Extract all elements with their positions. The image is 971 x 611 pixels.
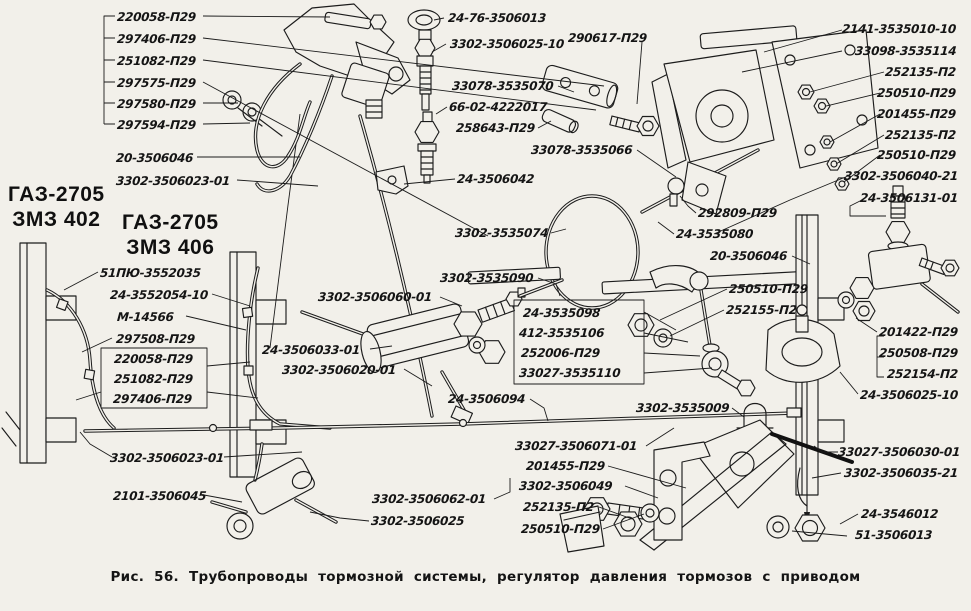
part-label: 33027-3535110 (518, 366, 621, 380)
bottom-right-nut-washer (766, 514, 826, 542)
regulator-bell (765, 304, 841, 383)
part-label: 51ПЮ-3552035 (99, 266, 202, 280)
center-tee-fitting (300, 278, 564, 425)
part-label: 251082-П29 (116, 54, 197, 68)
part-label: 3302-3506040-21 (843, 169, 959, 183)
part-label: 252006-П29 (520, 346, 601, 360)
part-label: 33027-3506030-01 (837, 445, 961, 459)
part-label: 20-3506046 (709, 249, 788, 263)
part-label: 24-3506025-10 (859, 388, 959, 402)
part-label: 3302-3506025-10 (449, 37, 565, 51)
part-label: М-14566 (116, 310, 175, 324)
frame-rail-left (1, 242, 116, 464)
model-variant-zmz402: ГАЗ-2705 ЗМЗ 402 (8, 182, 105, 232)
part-label: 412-3535106 (518, 326, 605, 340)
part-label: 3302-3506060-01 (317, 290, 433, 304)
part-label: 3302-3535090 (439, 271, 534, 285)
part-label: 201455-П29 (525, 459, 606, 473)
leader-lines (63, 15, 886, 537)
part-label: 250510-П29 (728, 282, 809, 296)
part-label: 24-3506033-01 (261, 343, 361, 357)
part-label: 201422-П29 (878, 325, 959, 339)
part-label: 3302-3506020-01 (281, 363, 397, 377)
figure-caption: Рис. 56. Трубопроводы тормозной системы,… (110, 569, 861, 585)
part-label: 24-3546012 (860, 507, 939, 521)
part-label: 33078-3535070 (451, 79, 554, 93)
part-label: 297580-П29 (116, 97, 197, 111)
part-label: 24-76-3506013 (447, 11, 547, 25)
part-label: 258643-П29 (455, 121, 536, 135)
part-label: 3302-3506023-01 (115, 174, 231, 188)
part-label: 66-02-4222017 (448, 100, 548, 114)
part-label: 297406-П29 (116, 32, 197, 46)
part-label: 201455-П29 (876, 107, 957, 121)
pressure-regulator (651, 25, 879, 215)
bottom-center-assembly (559, 402, 854, 553)
part-label: 252135-П2 (884, 65, 957, 79)
part-label: 251082-П29 (113, 372, 194, 386)
model-variant-zmz406: ГАЗ-2705 ЗМЗ 406 (122, 210, 219, 260)
variant-model: ГАЗ-2705 (122, 211, 219, 234)
part-label: 3302-3535009 (635, 401, 730, 415)
part-label: 252154-П2 (886, 367, 959, 381)
part-label: 2101-3506045 (112, 489, 207, 503)
label-group-boxes (100, 15, 645, 409)
part-label: 252135-П2 (522, 500, 595, 514)
part-label: 24-3506094 (447, 392, 526, 406)
part-label: 24-3535080 (675, 227, 754, 241)
sleeve-pin-bolt (541, 64, 660, 137)
valve-fittings-stack (375, 9, 441, 195)
part-label: 3302-3506023-01 (109, 451, 225, 465)
part-label: 24-3506131-01 (859, 191, 959, 205)
master-cylinder-assembly (222, 3, 434, 418)
part-label: 3302-3506025 (370, 514, 465, 528)
right-tee-fitting (837, 185, 960, 322)
part-label: 3302-3506035-21 (843, 466, 959, 480)
bottom-left-tee (210, 457, 338, 540)
long-brake-tube (83, 407, 802, 433)
part-label: 250510-П29 (876, 148, 957, 162)
part-label: 33027-3506071-01 (514, 439, 638, 453)
part-label: 220058-П29 (116, 10, 197, 24)
part-label: 3302-3506049 (518, 479, 613, 493)
part-label: 252135-П2 (884, 128, 957, 142)
part-label: 33098-3535114 (854, 44, 957, 58)
part-label: 250510-П29 (520, 522, 601, 536)
part-label: 297575-П29 (116, 76, 197, 90)
regulator-link (627, 265, 756, 397)
part-label: 20-3506046 (115, 151, 194, 165)
variant-engine: ЗМЗ 402 (12, 208, 101, 232)
part-label: 252155-П2 (725, 303, 798, 317)
part-label: 24-3506042 (456, 172, 535, 186)
part-label: 2141-3535010-10 (841, 22, 957, 36)
variant-engine: ЗМЗ 406 (126, 236, 215, 260)
part-label: 24-3552054-10 (109, 288, 209, 302)
part-label: 250510-П29 (876, 86, 957, 100)
part-label: 220058-П29 (113, 352, 194, 366)
part-label: 290617-П29 (567, 31, 648, 45)
part-label: 3302-3535074 (454, 226, 549, 240)
part-label: 33078-3535066 (530, 143, 633, 157)
part-label: 297406-П29 (112, 392, 193, 406)
part-label: 292809-П29 (697, 206, 778, 220)
part-label: 297594-П29 (116, 118, 197, 132)
part-label: 250508-П29 (878, 346, 959, 360)
variant-model: ГАЗ-2705 (8, 183, 105, 206)
part-label: 297508-П29 (115, 332, 196, 346)
part-label: 51-3506013 (854, 528, 933, 542)
part-label: 24-3535098 (522, 306, 601, 320)
part-label: 3302-3506062-01 (371, 492, 487, 506)
frame-rail-center (229, 251, 332, 482)
